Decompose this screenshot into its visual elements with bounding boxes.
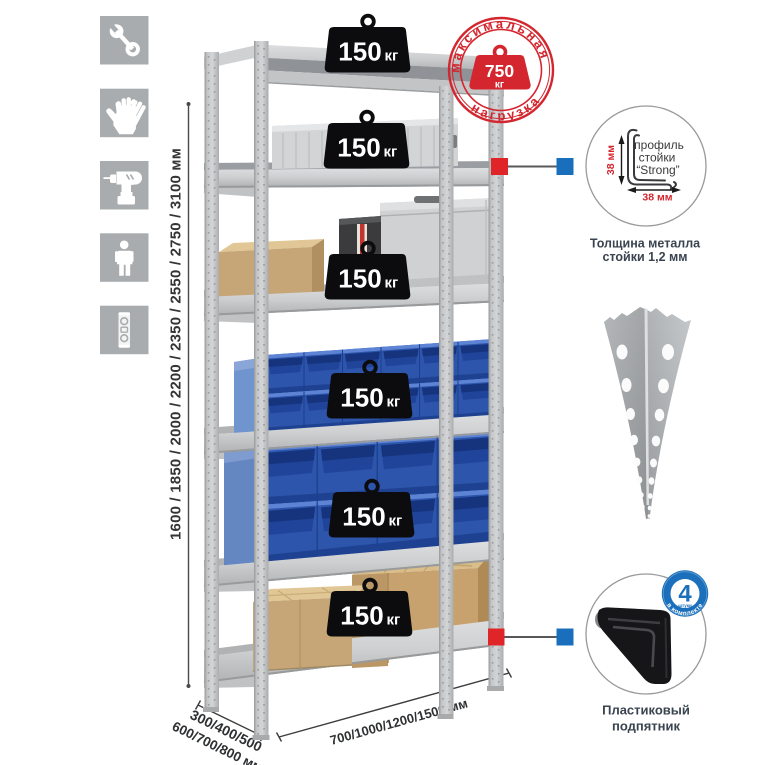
svg-text:4: 4 <box>678 581 692 608</box>
svg-text:подпятник: подпятник <box>612 719 681 734</box>
svg-text:“Strong”: “Strong” <box>636 163 679 177</box>
svg-text:стойки 1,2 мм: стойки 1,2 мм <box>603 250 688 264</box>
svg-text:кг: кг <box>495 80 504 91</box>
svg-text:нагрузка: нагрузка <box>467 90 546 128</box>
svg-text:750: 750 <box>485 61 514 81</box>
svg-text:38 мм: 38 мм <box>642 192 672 204</box>
svg-text:штуки: штуки <box>678 603 692 608</box>
svg-text:Пластиковый: Пластиковый <box>602 703 690 718</box>
svg-text:1600 / 1850 / 2000 / 2200 / 23: 1600 / 1850 / 2000 / 2200 / 2350 / 2550 … <box>168 148 185 540</box>
svg-text:38 мм: 38 мм <box>605 145 617 175</box>
svg-text:профиль: профиль <box>634 138 684 152</box>
svg-text:стойки: стойки <box>639 151 676 165</box>
svg-text:Толщина металла: Толщина металла <box>590 237 701 251</box>
